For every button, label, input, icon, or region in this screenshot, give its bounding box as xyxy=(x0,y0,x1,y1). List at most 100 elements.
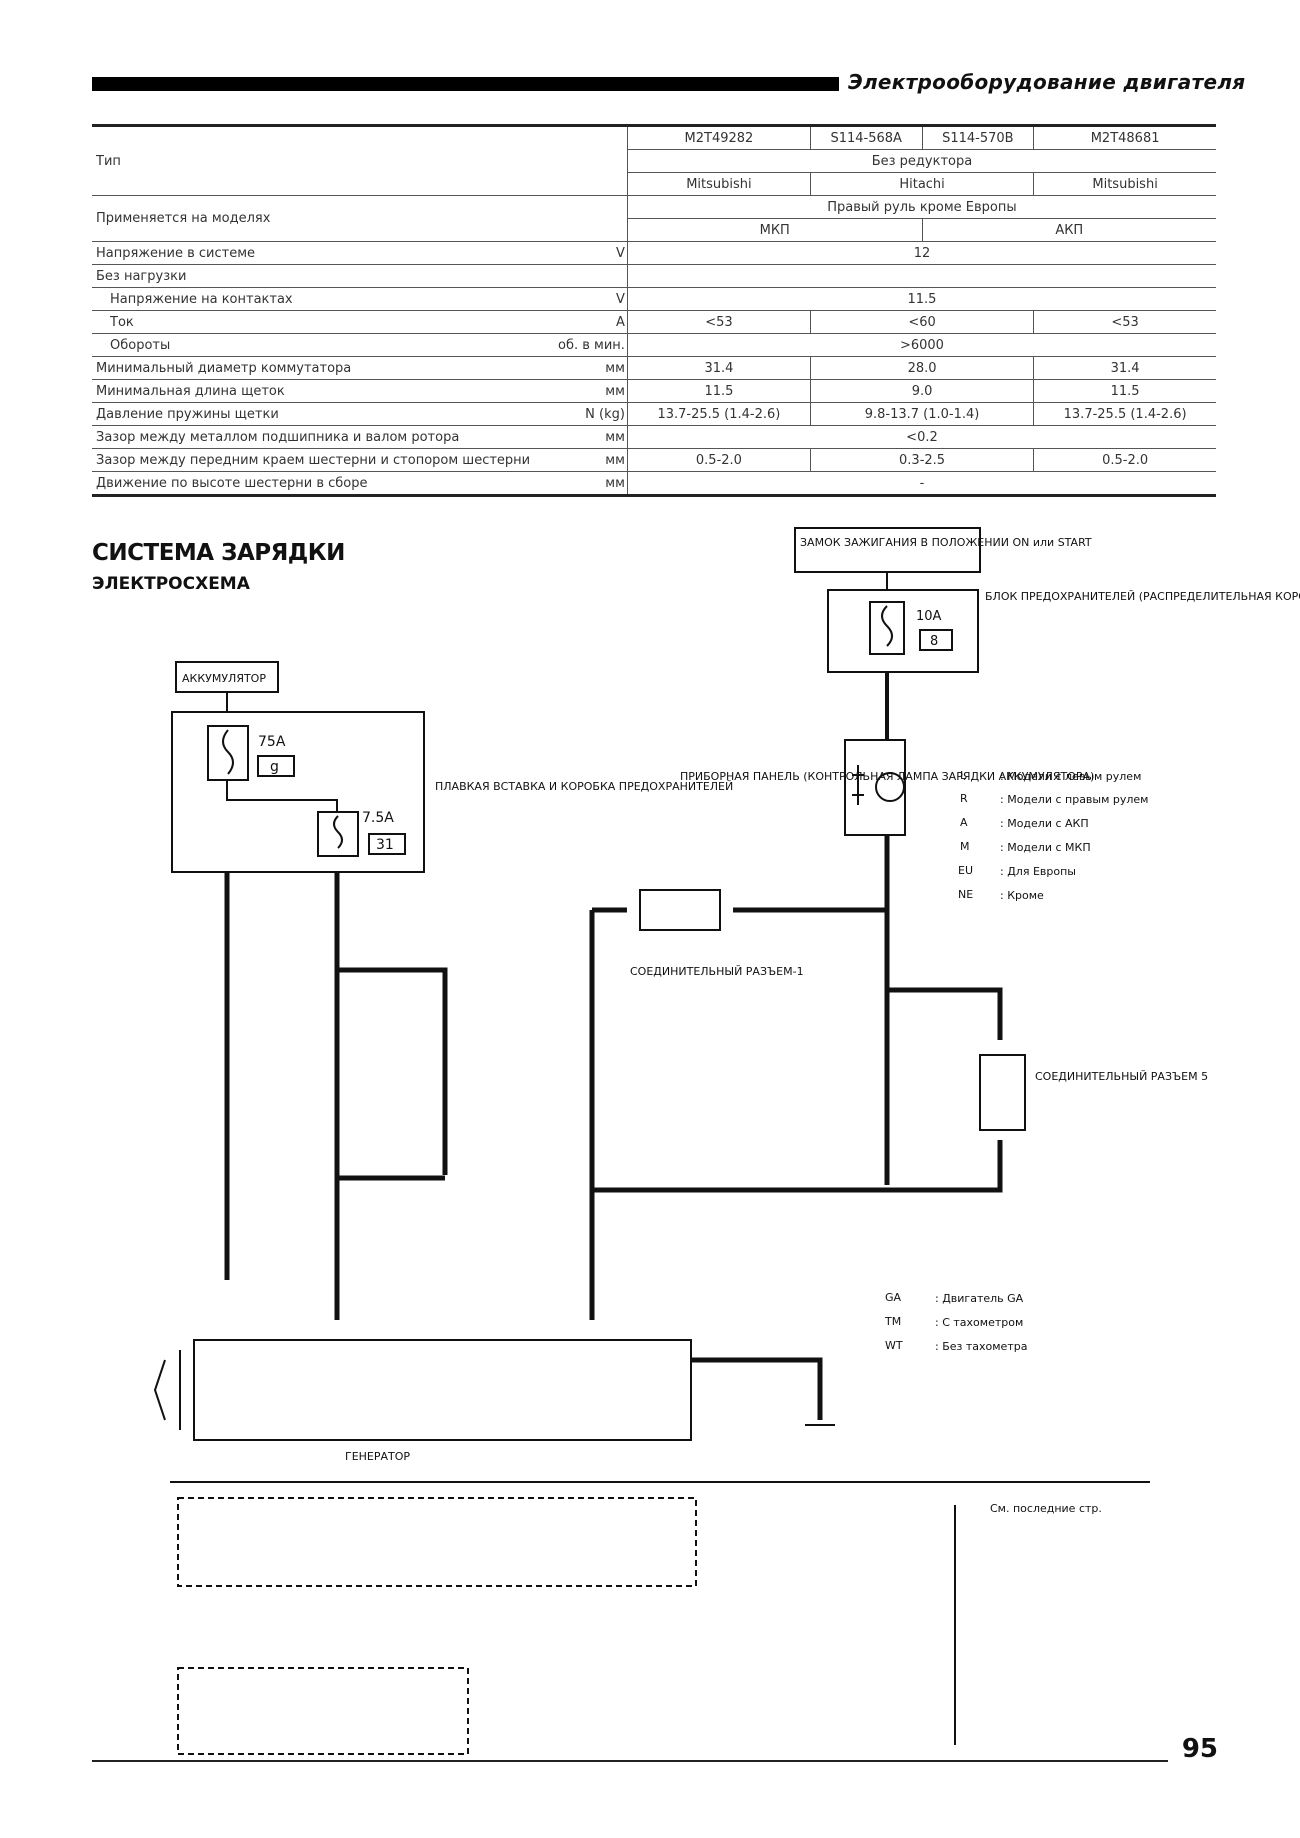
row-value: 0.5-2.0 xyxy=(1033,448,1216,472)
legend-item: : Модели с правым рулем xyxy=(1000,793,1148,806)
row-value: 11.5 xyxy=(626,287,1216,311)
legend-item: : Модели с левым рулем xyxy=(1000,770,1141,783)
row-value: 9.0 xyxy=(809,379,1034,403)
row-unit: мм xyxy=(554,425,628,449)
legend2-item: : Двигатель GA xyxy=(935,1292,1024,1305)
row-unit: V xyxy=(554,287,628,311)
connector-1-label: СОЕДИНИТЕЛЬНЫЙ РАЗЪЕМ-1 xyxy=(630,965,804,978)
row-value: <53 xyxy=(626,310,811,334)
section-subtitle: ЭЛЕКТРОСХЕМА xyxy=(92,574,250,594)
page-number: 95 xyxy=(1181,1734,1218,1764)
fuse-block-box xyxy=(827,589,979,673)
legend-code: M xyxy=(960,840,970,853)
fusible-link-box xyxy=(171,711,425,873)
fuse-10a-label: 10A xyxy=(916,609,942,624)
model-cell: M2T49282 xyxy=(626,124,811,150)
applied-value: Правый руль кроме Европы xyxy=(626,195,1216,219)
row-label: Давление пружины щетки xyxy=(92,402,554,426)
row-unit: A xyxy=(554,310,628,334)
legend2-code: GA xyxy=(885,1291,902,1304)
row-unit: мм xyxy=(554,448,628,472)
gearbox-cell: АКП xyxy=(921,218,1216,242)
connector-5-label: СОЕДИНИТЕЛЬНЫЙ РАЗЪЕМ 5 xyxy=(1035,1070,1208,1083)
row-value: >6000 xyxy=(626,333,1216,357)
legend2-item: : Без тахометра xyxy=(935,1340,1027,1353)
legend-item: : Модели с АКП xyxy=(1000,817,1089,830)
see-last-pages: См. последние стр. xyxy=(990,1502,1102,1515)
row-value: 31.4 xyxy=(1033,356,1216,380)
legend-code: L xyxy=(960,769,967,782)
row-value: 11.5 xyxy=(1033,379,1216,403)
model-cell: S114-568A xyxy=(809,124,923,150)
legend-code: EU xyxy=(958,864,973,877)
footer-line xyxy=(92,1760,1168,1762)
connector-1-box xyxy=(639,889,721,931)
row-unit: об. в мин. xyxy=(554,333,628,357)
row-unit: мм xyxy=(554,471,628,497)
row-label: Ток xyxy=(92,310,554,334)
row-value: 9.8-13.7 (1.0-1.4) xyxy=(809,402,1034,426)
row-label: Обороты xyxy=(92,333,554,357)
legend-code: NE xyxy=(958,888,973,901)
fuse-10a-icon xyxy=(869,601,905,655)
row-label: Минимальная длина щеток xyxy=(92,379,554,403)
type-label: Тип xyxy=(92,124,554,196)
generator-label: ГЕНЕРАТОР xyxy=(345,1450,410,1463)
legend2-item: : С тахометром xyxy=(935,1316,1023,1329)
header-title: Электрооборудование двигателя xyxy=(848,70,1246,94)
connectors-group-2 xyxy=(177,1667,469,1755)
row-value: - xyxy=(626,471,1216,497)
section-title: СИСТЕМА ЗАРЯДКИ xyxy=(92,540,345,566)
specification-table: Тип M2T49282 S114-568A S114-570B M2T4868… xyxy=(92,124,1216,497)
maker-cell: Hitachi xyxy=(809,172,1034,196)
fusible-link-label: ПЛАВКАЯ ВСТАВКА И КОРОБКА ПРЕДОХРАНИТЕЛЕ… xyxy=(435,780,733,793)
fuse-7.5a-icon xyxy=(317,811,359,857)
fuse-7.5a-label: 7.5A xyxy=(362,810,394,826)
fuse-75a-num: g xyxy=(270,759,279,775)
row-label: Минимальный диаметр коммутатора xyxy=(92,356,554,380)
applied-label: Применяется на моделях xyxy=(92,195,554,242)
fuse-10a-num: 8 xyxy=(930,634,938,649)
legend-item: : Для Европы xyxy=(1000,865,1076,878)
legend2-code: WT xyxy=(885,1339,903,1352)
row-value: 0.3-2.5 xyxy=(809,448,1034,472)
instrument-panel-label: ПРИБОРНАЯ ПАНЕЛЬ (КОНТРОЛЬНАЯ ЛАМПА ЗАРЯ… xyxy=(680,770,1094,783)
generator-box xyxy=(193,1339,692,1441)
row-unit: мм xyxy=(554,356,628,380)
row-value: <53 xyxy=(1033,310,1216,334)
row-value: <0.2 xyxy=(626,425,1216,449)
connectors-group-1 xyxy=(177,1497,697,1587)
legend-item: : Модели с МКП xyxy=(1000,841,1091,854)
fuse-block-label: БЛОК ПРЕДОХРАНИТЕЛЕЙ (РАСПРЕДЕЛИТЕЛЬНАЯ … xyxy=(985,590,1300,603)
row-label: Зазор между передним краем шестерни и ст… xyxy=(92,448,554,472)
ignition-label: ЗАМОК ЗАЖИГАНИЯ В ПОЛОЖЕНИИ ON или START xyxy=(800,536,1092,549)
gearbox-cell: МКП xyxy=(626,218,923,242)
row-label: Зазор между металлом подшипника и валом … xyxy=(92,425,554,449)
row-value: <60 xyxy=(809,310,1034,334)
row-value: 13.7-25.5 (1.4-2.6) xyxy=(1033,402,1216,426)
connector-5-box xyxy=(979,1054,1026,1131)
legend-code: A xyxy=(960,816,968,829)
charge-lamp-icon xyxy=(875,772,905,802)
model-cell: M2T48681 xyxy=(1033,124,1216,150)
type-value: Без редуктора xyxy=(626,149,1216,173)
legend2-code: TM xyxy=(884,1315,901,1328)
battery-label: АККУМУЛЯТОР xyxy=(182,672,266,685)
row-value: 28.0 xyxy=(809,356,1034,380)
instrument-panel-box xyxy=(844,739,906,836)
header-bar xyxy=(92,77,839,91)
legend-item: : Кроме xyxy=(1000,889,1044,902)
row-label: Без нагрузки xyxy=(92,264,554,288)
fuse-75a-label: 75A xyxy=(258,734,286,750)
row-value: 0.5-2.0 xyxy=(626,448,811,472)
row-unit: N (kg) xyxy=(554,402,628,426)
maker-cell: Mitsubishi xyxy=(1033,172,1216,196)
row-unit: мм xyxy=(554,379,628,403)
row-unit: V xyxy=(554,241,628,265)
row-value: 11.5 xyxy=(626,379,811,403)
legend-code: R xyxy=(960,792,968,805)
fuse-7.5a-num: 31 xyxy=(376,837,394,853)
row-value: 13.7-25.5 (1.4-2.6) xyxy=(626,402,811,426)
maker-cell: Mitsubishi xyxy=(626,172,811,196)
